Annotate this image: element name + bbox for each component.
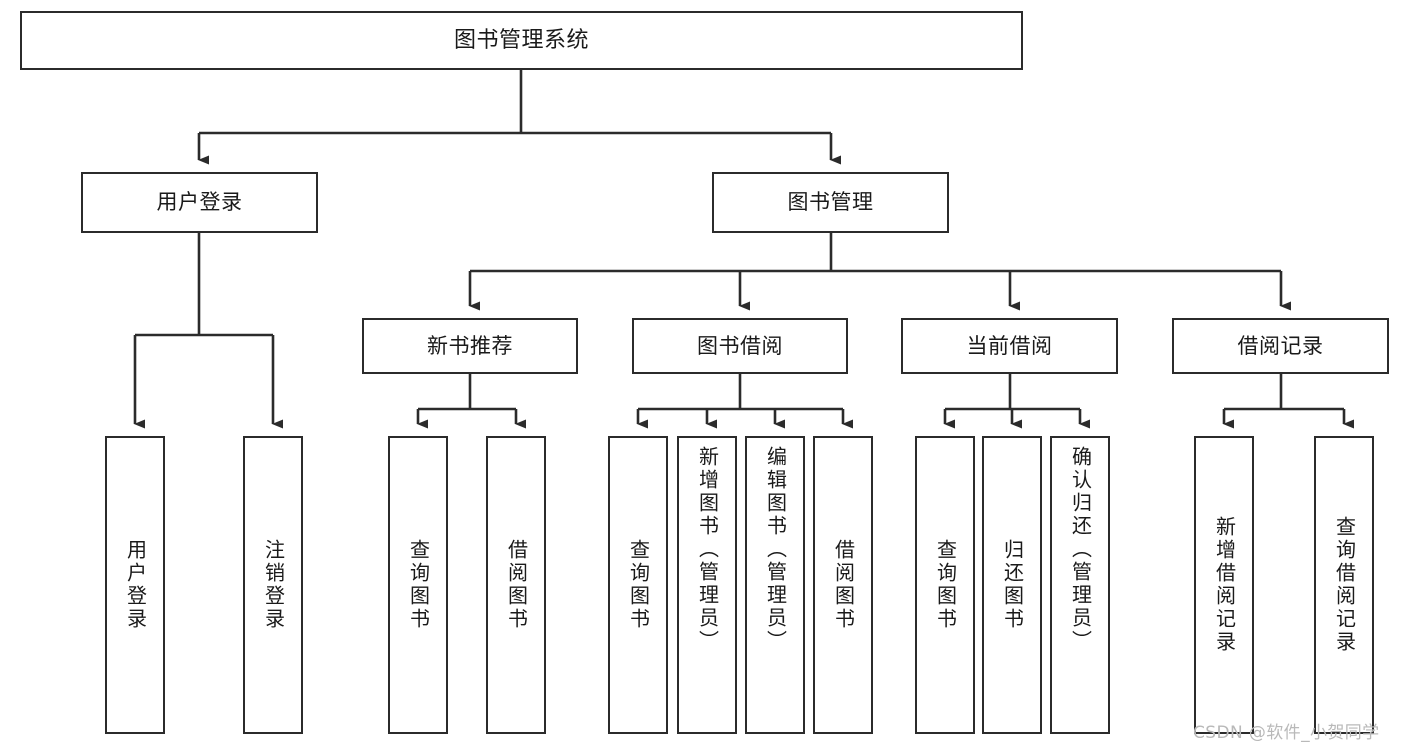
node-leaf-query-book-recommendation[interactable]: 查询图书 — [388, 436, 448, 734]
node-leaf-query-borrow-record[interactable]: 查询借阅记录 — [1314, 436, 1374, 734]
node-label: 编辑图书（管理员） — [763, 446, 788, 653]
node-current-borrowing[interactable]: 当前借阅 — [901, 318, 1118, 374]
node-label: 查询图书 — [933, 539, 958, 631]
node-borrowing-record[interactable]: 借阅记录 — [1172, 318, 1389, 374]
node-new-book-recommendation[interactable]: 新书推荐 — [362, 318, 578, 374]
node-leaf-borrow-book-recommendation[interactable]: 借阅图书 — [486, 436, 546, 734]
node-leaf-user-login[interactable]: 用户登录 — [105, 436, 165, 734]
node-label: 当前借阅 — [966, 333, 1053, 358]
node-leaf-add-borrow-record[interactable]: 新增借阅记录 — [1194, 436, 1254, 734]
node-book-borrowing[interactable]: 图书借阅 — [632, 318, 848, 374]
node-leaf-edit-book-admin[interactable]: 编辑图书（管理员） — [745, 436, 805, 734]
watermark-text: CSDN @软件_小贺同学 — [1193, 723, 1380, 743]
node-label: 归还图书 — [1000, 539, 1025, 631]
node-label: 确认归还（管理员） — [1068, 446, 1093, 653]
node-label: 借阅图书 — [831, 539, 856, 631]
node-label: 图书管理系统 — [453, 27, 589, 53]
node-book-management[interactable]: 图书管理 — [712, 172, 949, 233]
node-label: 新书推荐 — [427, 333, 513, 358]
node-user-login[interactable]: 用户登录 — [81, 172, 318, 233]
node-label: 注销登录 — [261, 539, 286, 631]
node-leaf-confirm-return-admin[interactable]: 确认归还（管理员） — [1050, 436, 1110, 734]
node-label: 新增借阅记录 — [1212, 516, 1237, 654]
node-label: 查询借阅记录 — [1332, 516, 1357, 654]
node-label: 用户登录 — [123, 539, 148, 631]
node-label: 图书借阅 — [697, 333, 783, 358]
node-leaf-query-book-borrowing[interactable]: 查询图书 — [608, 436, 668, 734]
node-label: 用户登录 — [156, 190, 243, 215]
node-root-book-management-system[interactable]: 图书管理系统 — [20, 11, 1023, 70]
node-leaf-add-book-admin[interactable]: 新增图书（管理员） — [677, 436, 737, 734]
node-label: 新增图书（管理员） — [695, 446, 720, 653]
node-label: 查询图书 — [626, 539, 651, 631]
node-label: 图书管理 — [787, 190, 874, 215]
node-label: 借阅图书 — [504, 539, 529, 631]
node-leaf-return-book[interactable]: 归还图书 — [982, 436, 1042, 734]
node-leaf-query-book-current[interactable]: 查询图书 — [915, 436, 975, 734]
node-leaf-logout[interactable]: 注销登录 — [243, 436, 303, 734]
node-label: 查询图书 — [406, 539, 431, 631]
node-label: 借阅记录 — [1237, 333, 1324, 358]
node-leaf-borrow-book-borrowing[interactable]: 借阅图书 — [813, 436, 873, 734]
